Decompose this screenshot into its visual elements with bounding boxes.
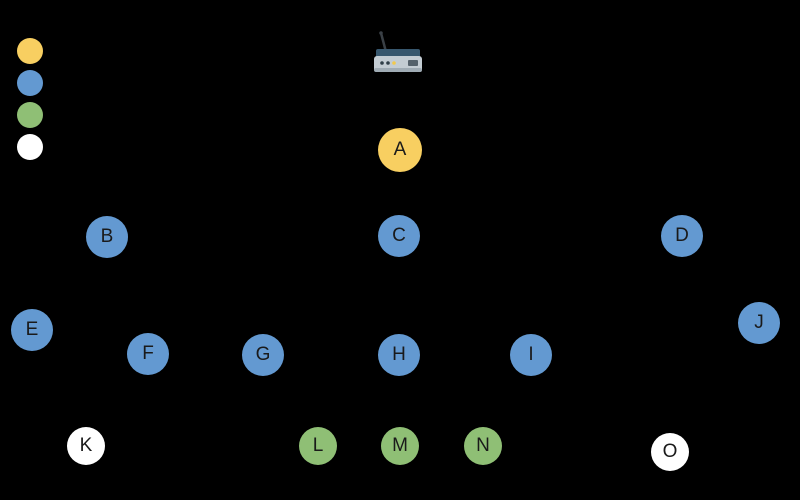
node-C[interactable]: C xyxy=(378,215,420,257)
legend-swatch-1 xyxy=(17,70,43,96)
node-I[interactable]: I xyxy=(510,334,552,376)
legend xyxy=(17,38,43,160)
legend-swatch-2 xyxy=(17,102,43,128)
node-N[interactable]: N xyxy=(464,427,502,465)
node-K[interactable]: K xyxy=(67,427,105,465)
router-body xyxy=(374,49,422,72)
node-L[interactable]: L xyxy=(299,427,337,465)
node-B[interactable]: B xyxy=(86,216,128,258)
node-H[interactable]: H xyxy=(378,334,420,376)
router-antenna xyxy=(379,31,388,53)
node-F[interactable]: F xyxy=(127,333,169,375)
legend-swatch-0 xyxy=(17,38,43,64)
node-G[interactable]: G xyxy=(242,334,284,376)
legend-swatch-3 xyxy=(17,134,43,160)
node-D[interactable]: D xyxy=(661,215,703,257)
node-M[interactable]: M xyxy=(381,427,419,465)
wifi-router-icon[interactable] xyxy=(370,28,426,80)
node-A[interactable]: A xyxy=(378,128,422,172)
node-O[interactable]: O xyxy=(651,433,689,471)
node-J[interactable]: J xyxy=(738,302,780,344)
node-E[interactable]: E xyxy=(11,309,53,351)
